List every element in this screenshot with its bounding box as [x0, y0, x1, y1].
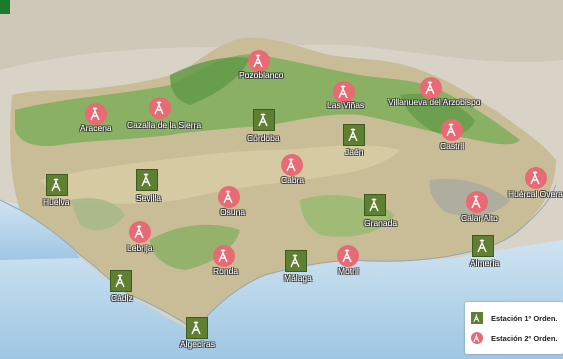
station-label-castril: Castril [440, 141, 465, 151]
antenna-icon [191, 321, 201, 335]
station-label-aracena: Aracena [80, 123, 112, 133]
station-marker-pozoblanco[interactable] [248, 50, 270, 72]
corner-marker [0, 0, 10, 14]
antenna-icon [338, 85, 348, 99]
second-order-station-icon [471, 332, 483, 344]
antenna-icon [141, 173, 151, 187]
station-label-ronda: Ronda [213, 266, 239, 276]
station-label-huercal-overa: Huércal Overa [508, 189, 563, 199]
legend-second-order-label: Estación 2º Orden. [491, 333, 558, 343]
antenna-icon [369, 198, 379, 212]
station-marker-las-vinas[interactable] [333, 81, 355, 103]
station-marker-aracena[interactable] [85, 103, 107, 125]
station-marker-algeciras[interactable] [186, 317, 208, 339]
antenna-icon [471, 195, 481, 209]
first-order-station-icon [471, 312, 483, 324]
station-label-motril: Motril [338, 266, 359, 276]
legend-row-first-order: Estación 1º Orden. [471, 312, 558, 324]
station-label-algeciras: Algeciras [180, 339, 215, 349]
station-marker-villanueva[interactable] [420, 77, 442, 99]
station-marker-cordoba[interactable] [253, 109, 275, 131]
antenna-icon [115, 274, 125, 288]
station-marker-jaen[interactable] [343, 124, 365, 146]
station-label-cadiz: Cádiz [111, 293, 133, 303]
station-marker-ronda[interactable] [213, 245, 235, 267]
station-label-malaga: Málaga [284, 273, 312, 283]
antenna-icon [223, 190, 233, 204]
antenna-icon [446, 123, 456, 137]
station-label-cabra: Cabra [281, 175, 305, 185]
legend-row-second-order: Estación 2º Orden. [471, 332, 558, 344]
station-marker-cazalla[interactable] [149, 97, 171, 119]
station-label-las-vinas: Las Viñas [327, 100, 365, 110]
antenna-icon [51, 178, 61, 192]
station-label-lebrija: Lebrija [127, 243, 153, 253]
station-marker-sevilla[interactable] [136, 169, 158, 191]
antenna-icon [286, 158, 296, 172]
station-label-cazalla: Cazalla de la Sierra [127, 120, 202, 130]
station-label-sevilla: Sevilla [136, 193, 162, 203]
station-label-calar-alto: Calar Alto [461, 213, 498, 223]
antenna-icon [290, 254, 300, 268]
antenna-icon [154, 101, 164, 115]
station-label-granada: Granada [364, 218, 398, 228]
antenna-icon [342, 249, 352, 263]
antenna-icon [253, 54, 263, 68]
antenna-icon [218, 249, 228, 263]
antenna-icon [530, 171, 540, 185]
station-marker-castril[interactable] [441, 119, 463, 141]
antenna-icon [134, 225, 144, 239]
legend-first-order-label: Estación 1º Orden. [491, 313, 558, 323]
station-marker-cabra[interactable] [281, 154, 303, 176]
station-marker-calar-alto[interactable] [466, 191, 488, 213]
station-marker-huercal-overa[interactable] [525, 167, 547, 189]
station-marker-cadiz[interactable] [110, 270, 132, 292]
station-label-pozoblanco: Pozoblanco [239, 70, 284, 80]
station-marker-lebrija[interactable] [129, 221, 151, 243]
antenna-icon [258, 113, 268, 127]
antenna-icon [477, 239, 487, 253]
station-label-jaen: Jaén [345, 147, 364, 157]
station-label-villanueva: Villanueva del Arzobispo [388, 97, 481, 107]
antenna-icon [90, 107, 100, 121]
station-label-osuna: Osuna [220, 207, 246, 217]
station-label-cordoba: Córdoba [247, 133, 280, 143]
station-marker-motril[interactable] [337, 245, 359, 267]
antenna-icon [425, 81, 435, 95]
station-label-almeria: Almería [470, 258, 500, 268]
station-marker-malaga[interactable] [285, 250, 307, 272]
station-marker-almeria[interactable] [472, 235, 494, 257]
station-marker-huelva[interactable] [46, 174, 68, 196]
sea [0, 240, 563, 359]
station-marker-granada[interactable] [364, 194, 386, 216]
station-label-huelva: Huelva [43, 197, 70, 207]
map-legend: Estación 1º Orden. Estación 2º Orden. [465, 302, 563, 354]
antenna-icon [348, 128, 358, 142]
station-marker-osuna[interactable] [218, 186, 240, 208]
